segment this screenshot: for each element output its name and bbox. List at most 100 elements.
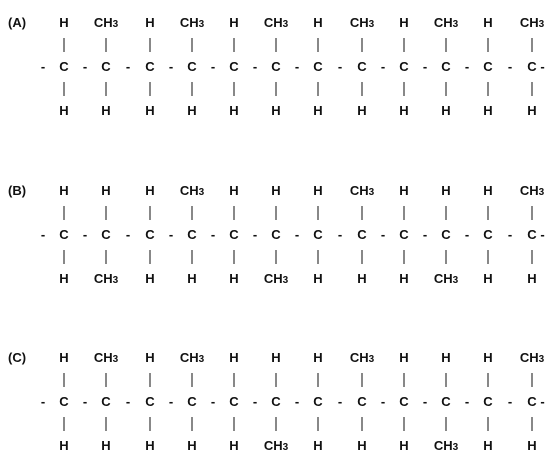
top-substituent: CH3 bbox=[179, 350, 205, 366]
chain-bond: - bbox=[380, 59, 386, 74]
vertical-bond bbox=[317, 417, 319, 431]
top-substituent: H bbox=[399, 350, 409, 365]
chain-bond: - bbox=[464, 59, 470, 74]
chain-bond: - bbox=[125, 227, 131, 242]
vertical-bond bbox=[531, 250, 533, 264]
top-substituent: H bbox=[313, 350, 323, 365]
chain-bond: - bbox=[540, 394, 545, 409]
vertical-bond bbox=[149, 373, 151, 387]
chain-bond: - bbox=[464, 394, 470, 409]
carbon-atom: C bbox=[357, 227, 367, 242]
carbon-atom: C bbox=[527, 227, 537, 242]
chain-bond: - bbox=[252, 59, 258, 74]
carbon-atom: C bbox=[59, 59, 69, 74]
bottom-substituent: H bbox=[145, 103, 155, 118]
carbon-atom: C bbox=[399, 227, 409, 242]
chain-bond: - bbox=[337, 227, 343, 242]
top-substituent: H bbox=[441, 183, 451, 198]
carbon-atom: C bbox=[483, 394, 493, 409]
top-substituent: H bbox=[483, 183, 493, 198]
carbon-atom: C bbox=[271, 394, 281, 409]
vertical-bond bbox=[233, 250, 235, 264]
top-substituent: H bbox=[229, 15, 239, 30]
top-substituent: H bbox=[399, 183, 409, 198]
top-substituent: H bbox=[145, 183, 155, 198]
carbon-atom: C bbox=[441, 394, 451, 409]
vertical-bond bbox=[105, 250, 107, 264]
chain-bond: - bbox=[507, 394, 513, 409]
vertical-bond bbox=[233, 38, 235, 52]
top-substituent: CH3 bbox=[179, 183, 205, 199]
chain-bond: - bbox=[210, 59, 216, 74]
vertical-bond bbox=[531, 82, 533, 96]
carbon-atom: C bbox=[357, 394, 367, 409]
bottom-substituent: H bbox=[313, 271, 323, 286]
vertical-bond bbox=[487, 206, 489, 220]
chain-bond: - bbox=[210, 227, 216, 242]
top-substituent: CH3 bbox=[93, 350, 119, 366]
chain-bond: - bbox=[294, 394, 300, 409]
carbon-atom: C bbox=[145, 59, 155, 74]
top-substituent: CH3 bbox=[263, 15, 289, 31]
vertical-bond bbox=[191, 250, 193, 264]
vertical-bond bbox=[63, 38, 65, 52]
polymer-label: (C) bbox=[8, 350, 27, 365]
vertical-bond bbox=[361, 38, 363, 52]
chain-bond: - bbox=[464, 227, 470, 242]
chain-bond: - bbox=[168, 59, 174, 74]
top-substituent: H bbox=[441, 350, 451, 365]
chain-bond: - bbox=[168, 394, 174, 409]
top-substituent: H bbox=[313, 183, 323, 198]
carbon-atom: C bbox=[527, 59, 537, 74]
vertical-bond bbox=[149, 417, 151, 431]
carbon-atom: C bbox=[145, 394, 155, 409]
vertical-bond bbox=[317, 38, 319, 52]
vertical-bond bbox=[275, 373, 277, 387]
polymer-label: (B) bbox=[8, 183, 27, 198]
vertical-bond bbox=[487, 38, 489, 52]
top-substituent: H bbox=[59, 350, 69, 365]
top-substituent: CH3 bbox=[349, 183, 375, 199]
vertical-bond bbox=[233, 82, 235, 96]
vertical-bond bbox=[105, 38, 107, 52]
bottom-substituent: H bbox=[271, 103, 281, 118]
vertical-bond bbox=[149, 82, 151, 96]
bottom-substituent: H bbox=[483, 271, 493, 286]
vertical-bond bbox=[403, 373, 405, 387]
chain-bond: - bbox=[422, 227, 428, 242]
vertical-bond bbox=[445, 417, 447, 431]
vertical-bond bbox=[445, 82, 447, 96]
vertical-bond bbox=[361, 82, 363, 96]
vertical-bond bbox=[531, 206, 533, 220]
bottom-substituent: H bbox=[483, 438, 493, 453]
bottom-substituent: CH3 bbox=[433, 438, 459, 454]
bottom-substituent: H bbox=[101, 438, 111, 453]
vertical-bond bbox=[105, 373, 107, 387]
bottom-substituent: H bbox=[229, 103, 239, 118]
bottom-substituent: H bbox=[187, 103, 197, 118]
top-substituent: H bbox=[145, 350, 155, 365]
bottom-substituent: CH3 bbox=[263, 438, 289, 454]
carbon-atom: C bbox=[59, 227, 69, 242]
chain-bond: - bbox=[507, 59, 513, 74]
bottom-substituent: H bbox=[145, 438, 155, 453]
chain-bond: - bbox=[40, 227, 46, 242]
chain-bond: - bbox=[380, 394, 386, 409]
bottom-substituent: H bbox=[313, 438, 323, 453]
top-substituent: H bbox=[145, 15, 155, 30]
chain-bond: - bbox=[507, 227, 513, 242]
carbon-atom: C bbox=[101, 59, 111, 74]
vertical-bond bbox=[361, 250, 363, 264]
bottom-substituent: H bbox=[145, 271, 155, 286]
vertical-bond bbox=[149, 250, 151, 264]
top-substituent: H bbox=[399, 15, 409, 30]
vertical-bond bbox=[445, 38, 447, 52]
vertical-bond bbox=[403, 82, 405, 96]
carbon-atom: C bbox=[101, 227, 111, 242]
top-substituent: H bbox=[101, 183, 111, 198]
chain-bond: - bbox=[294, 227, 300, 242]
vertical-bond bbox=[403, 206, 405, 220]
top-substituent: H bbox=[229, 183, 239, 198]
vertical-bond bbox=[105, 206, 107, 220]
